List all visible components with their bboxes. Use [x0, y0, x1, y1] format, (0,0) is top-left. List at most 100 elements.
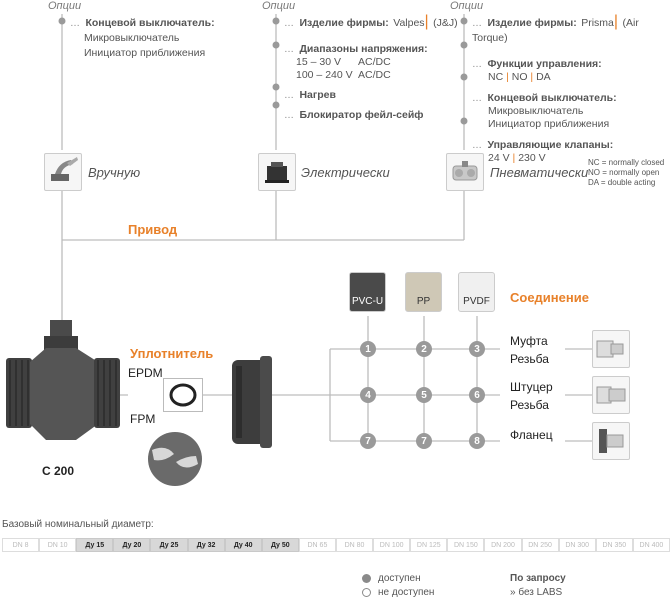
electric-opt3-title: Нагрев: [299, 89, 336, 101]
connection-node: 8: [469, 433, 485, 449]
manual-opt-title: Концевой выключатель:: [85, 17, 215, 29]
material-pvcu: PVC-U: [349, 272, 386, 312]
legend-available-text: доступен: [378, 573, 421, 584]
electric-range1-v: 15 – 30 V: [296, 56, 341, 68]
connection-node: 5: [416, 387, 432, 403]
electric-brand: Valpes: [393, 17, 425, 29]
electric-range2-v: 100 – 240 V: [296, 69, 353, 81]
pneumatic-valve-230: 230 V: [518, 152, 546, 164]
dn-cell: DN 350: [595, 538, 633, 552]
pneumatic-options: … Изделие фирмы: Prisma| (Air Torque) … …: [472, 14, 671, 165]
dn-cell: Ду 50: [261, 538, 299, 552]
dn-cell: Ду 25: [150, 538, 188, 552]
pneumatic-label: Пневматически: [490, 165, 589, 180]
manual-label: Вручную: [88, 165, 141, 180]
valve-body-image: [6, 318, 126, 458]
o-ring-image: [163, 378, 203, 412]
manual-actuator-icon: [44, 153, 82, 191]
seal-label: Уплотнитель: [130, 346, 214, 361]
dn-cell: DN 150: [447, 538, 485, 552]
dn-cell: Ду 32: [187, 538, 225, 552]
electric-brand-sep: |: [424, 13, 429, 30]
electric-opt1-title: Изделие фирмы:: [299, 17, 389, 29]
connection-label: Соединение: [510, 290, 589, 305]
dn-cell: Ду 20: [113, 538, 151, 552]
electric-label: Электрически: [301, 165, 390, 180]
connection-node: 6: [469, 387, 485, 403]
material-pvdf-label: PVDF: [463, 296, 490, 307]
pneumatic-notes: NC = normally closed NO = normally open …: [588, 158, 664, 188]
dn-cell: DN 400: [632, 538, 670, 552]
conn-row1-line2: Резьба: [510, 352, 549, 366]
manual-opt-line1: Микровыключатель: [84, 32, 180, 44]
connection-node: 4: [360, 387, 376, 403]
ball-image: [146, 430, 204, 493]
pneumatic-opt2-title: Функции управления:: [487, 58, 602, 70]
flange-fitting-icon: [592, 422, 630, 460]
dn-cell: DN 125: [410, 538, 448, 552]
legend-request-title: По запросу: [510, 573, 566, 584]
manual-options: … Концевой выключатель: Микровыключатель…: [70, 17, 215, 59]
electric-options: … Изделие фирмы: Valpes| (J&J) … Диапазо…: [284, 13, 458, 122]
dn-cell: DN 10: [39, 538, 77, 552]
pneumatic-brand: Prisma: [581, 17, 614, 29]
dn-cell: DN 300: [558, 538, 596, 552]
dn-cell: DN 250: [521, 538, 559, 552]
pneumatic-opt3-line2: Инициатор приближения: [488, 118, 610, 130]
legend-unavailable: не доступен: [362, 587, 434, 598]
connection-node: 2: [416, 341, 432, 357]
pneumatic-opt3-title: Концевой выключатель:: [487, 92, 617, 104]
options-label-pneumatic: Опции: [450, 0, 484, 12]
socket-fitting-icon: [592, 330, 630, 368]
drive-label: Привод: [128, 222, 178, 237]
pneumatic-brand-alt: (Air Torque): [472, 17, 639, 44]
seal-epdm: EPDM: [128, 366, 163, 380]
pneumatic-opt4-title: Управляющие клапаны:: [487, 139, 614, 151]
material-pvcu-label: PVC-U: [351, 296, 384, 307]
legend-unavailable-text: не доступен: [378, 587, 435, 598]
conn-row3-line1: Фланец: [510, 428, 553, 442]
note-no: NO = normally open: [588, 168, 660, 177]
note-nc: NC = normally closed: [588, 158, 665, 167]
dn-title: Базовый номинальный диаметр:: [2, 519, 154, 530]
note-da: DA = double acting: [588, 178, 656, 187]
dn-cell: Ду 15: [76, 538, 114, 552]
pneumatic-valve-24: 24 V: [488, 152, 510, 164]
conn-row2-line2: Резьба: [510, 398, 549, 412]
dn-cell: DN 100: [373, 538, 411, 552]
valve-label: C 200: [42, 464, 75, 478]
empty-dot-icon: [362, 588, 371, 597]
connection-node: 1: [360, 341, 376, 357]
pneumatic-actuator-icon: [446, 153, 484, 191]
filled-dot-icon: [362, 574, 371, 583]
seal-fpm: FPM: [130, 412, 156, 426]
dn-cell: DN 80: [335, 538, 374, 552]
pneumatic-func-no: NO: [511, 71, 528, 83]
electric-brand-alt: (J&J): [433, 17, 458, 29]
dn-cell: DN 65: [298, 538, 336, 552]
options-label-electric: Опции: [262, 0, 296, 12]
dn-cell: DN 200: [484, 538, 522, 552]
pneumatic-func-da: DA: [536, 71, 551, 83]
electric-actuator-icon: [258, 153, 296, 191]
legend-available: доступен: [362, 573, 421, 584]
material-pp-label: PP: [416, 296, 431, 307]
legend-request-text: » без LABS: [510, 587, 563, 598]
material-pp: PP: [405, 272, 442, 312]
pneumatic-opt1-title: Изделие фирмы:: [487, 17, 577, 29]
pneumatic-func-nc: NC: [488, 71, 504, 83]
material-pvdf: PVDF: [458, 272, 495, 312]
connection-node: 7: [360, 433, 376, 449]
union-nut-image: [232, 356, 272, 453]
connection-node: 3: [469, 341, 485, 357]
spigot-fitting-icon: [592, 376, 630, 414]
conn-row1-line1: Муфта: [510, 334, 548, 348]
pneumatic-opt3-line1: Микровыключатель: [488, 105, 584, 117]
electric-range2-t: AC/DC: [358, 69, 391, 81]
manual-opt-line2: Инициатор приближения: [84, 47, 206, 59]
dn-cell: DN 8: [2, 538, 40, 552]
electric-range1-t: AC/DC: [358, 56, 391, 68]
options-label-manual: Опции: [48, 0, 82, 12]
dn-cell: Ду 40: [224, 538, 262, 552]
